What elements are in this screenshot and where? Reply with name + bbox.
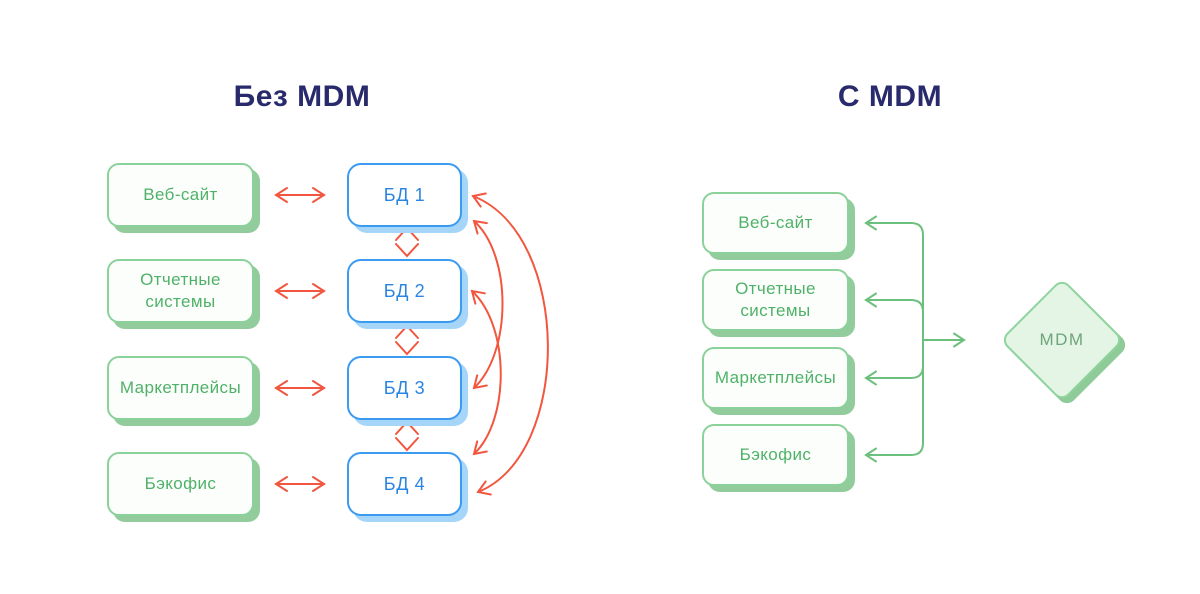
source-label: Отчетные системы	[735, 278, 816, 320]
source-box-website-left: Веб-сайт	[107, 163, 254, 227]
database-box-1: БД 1	[347, 163, 462, 227]
source-box-marketplaces-left: Маркетплейсы	[107, 356, 254, 420]
red-arc-db1-db4	[471, 192, 549, 496]
red-arc-db1-db3	[472, 219, 504, 390]
red-arc-db2-db4	[470, 289, 502, 456]
database-label: БД 4	[383, 473, 426, 494]
database-box-3: БД 3	[347, 356, 462, 420]
source-box-marketplaces-right: Маркетплейсы	[702, 347, 849, 409]
source-label: Веб-сайт	[738, 212, 813, 232]
source-label: Веб-сайт	[143, 184, 218, 204]
source-box-reporting-left: Отчетные системы	[107, 259, 254, 323]
mdm-hub-label: MDM	[1039, 330, 1085, 349]
database-box-4: БД 4	[347, 452, 462, 516]
green-trunk-website-backoffice	[864, 215, 924, 463]
green-branch-reporting	[864, 292, 924, 313]
source-box-reporting-right: Отчетные системы	[702, 269, 849, 331]
source-label: Бэкофис	[144, 473, 217, 493]
source-label: Маркетплейсы	[714, 367, 837, 387]
red-link-db2-db3	[395, 324, 419, 356]
database-box-2: БД 2	[347, 259, 462, 323]
red-link-db3-db4	[395, 420, 419, 452]
source-label: Отчетные системы	[140, 269, 221, 311]
source-box-website-right: Веб-сайт	[702, 192, 849, 254]
database-label: БД 3	[383, 377, 426, 398]
panel-title-with-mdm: С MDM	[837, 80, 943, 113]
panel-title-without-mdm: Без MDM	[233, 80, 371, 113]
source-label: Бэкофис	[739, 444, 812, 464]
database-label: БД 1	[383, 184, 426, 205]
database-label: БД 2	[383, 280, 426, 301]
source-box-backoffice-right: Бэкофис	[702, 424, 849, 486]
green-branch-marketplaces	[864, 365, 924, 386]
red-link-db1-db2	[395, 226, 419, 258]
source-label: Маркетплейсы	[119, 377, 242, 397]
mdm-hub-node: MDM	[999, 277, 1125, 403]
source-box-backoffice-left: Бэкофис	[107, 452, 254, 516]
